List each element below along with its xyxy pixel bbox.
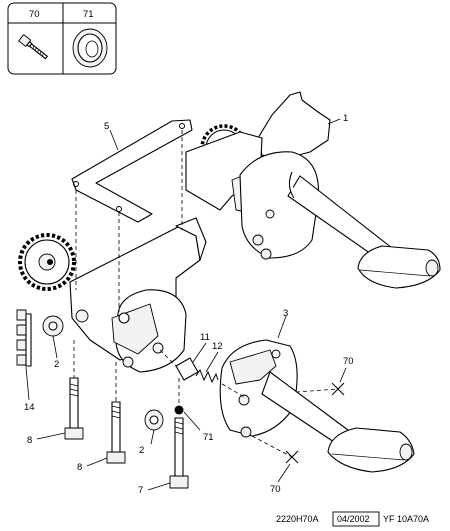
seal-ring-icon — [72, 28, 108, 68]
bolt-part-8-lower — [106, 401, 126, 464]
footer-ref: 2220H70A — [276, 514, 319, 524]
callout-12: 12 — [212, 341, 223, 352]
callout-71: 71 — [203, 432, 214, 443]
callout-11: 11 — [200, 332, 210, 343]
callout-5: 5 — [104, 121, 109, 132]
assembly-guide-lines — [73, 130, 339, 458]
footer-code: YF 10A70A — [383, 514, 429, 524]
chain-link-part-14 — [16, 309, 32, 367]
legend-label-70: 70 — [29, 9, 40, 20]
callout-8-lower: 8 — [77, 462, 82, 473]
spring-part-12 — [195, 368, 219, 384]
bolt-part-7 — [169, 405, 189, 489]
callout-2-lower: 2 — [139, 445, 144, 456]
relief-piston-part-11 — [175, 357, 199, 381]
callout-labels: 1 5 2 2 3 8 8 7 11 12 14 70 70 71 — [24, 113, 354, 496]
bracket-part-5 — [71, 119, 193, 223]
callout-8-upper: 8 — [27, 435, 32, 446]
legend-label-71: 71 — [83, 9, 94, 20]
callout-7: 7 — [138, 485, 143, 496]
oil-pump-lower-assembly — [18, 217, 207, 373]
lower-sprocket — [18, 233, 76, 291]
footer-reference: 2220H70A 04/2002 YF 10A70A — [276, 511, 429, 527]
bolt-part-8-upper — [64, 377, 84, 440]
callout-14: 14 — [24, 402, 35, 413]
bolt-icon — [18, 34, 48, 60]
callout-1: 1 — [343, 113, 348, 124]
legend-box: 70 71 — [7, 2, 117, 75]
callout-2-upper: 2 — [54, 359, 59, 370]
sleeve-part-2-lower — [144, 409, 164, 431]
callout-3: 3 — [283, 308, 288, 319]
callout-70-lower: 70 — [270, 484, 281, 495]
strainer-part-3 — [219, 339, 415, 473]
sleeve-part-2-upper — [42, 315, 64, 337]
footer-date: 04/2002 — [337, 514, 370, 524]
callout-70-upper: 70 — [343, 356, 354, 367]
oil-pump-assembly-part-1 — [185, 91, 441, 289]
leader-lines — [25, 118, 347, 491]
